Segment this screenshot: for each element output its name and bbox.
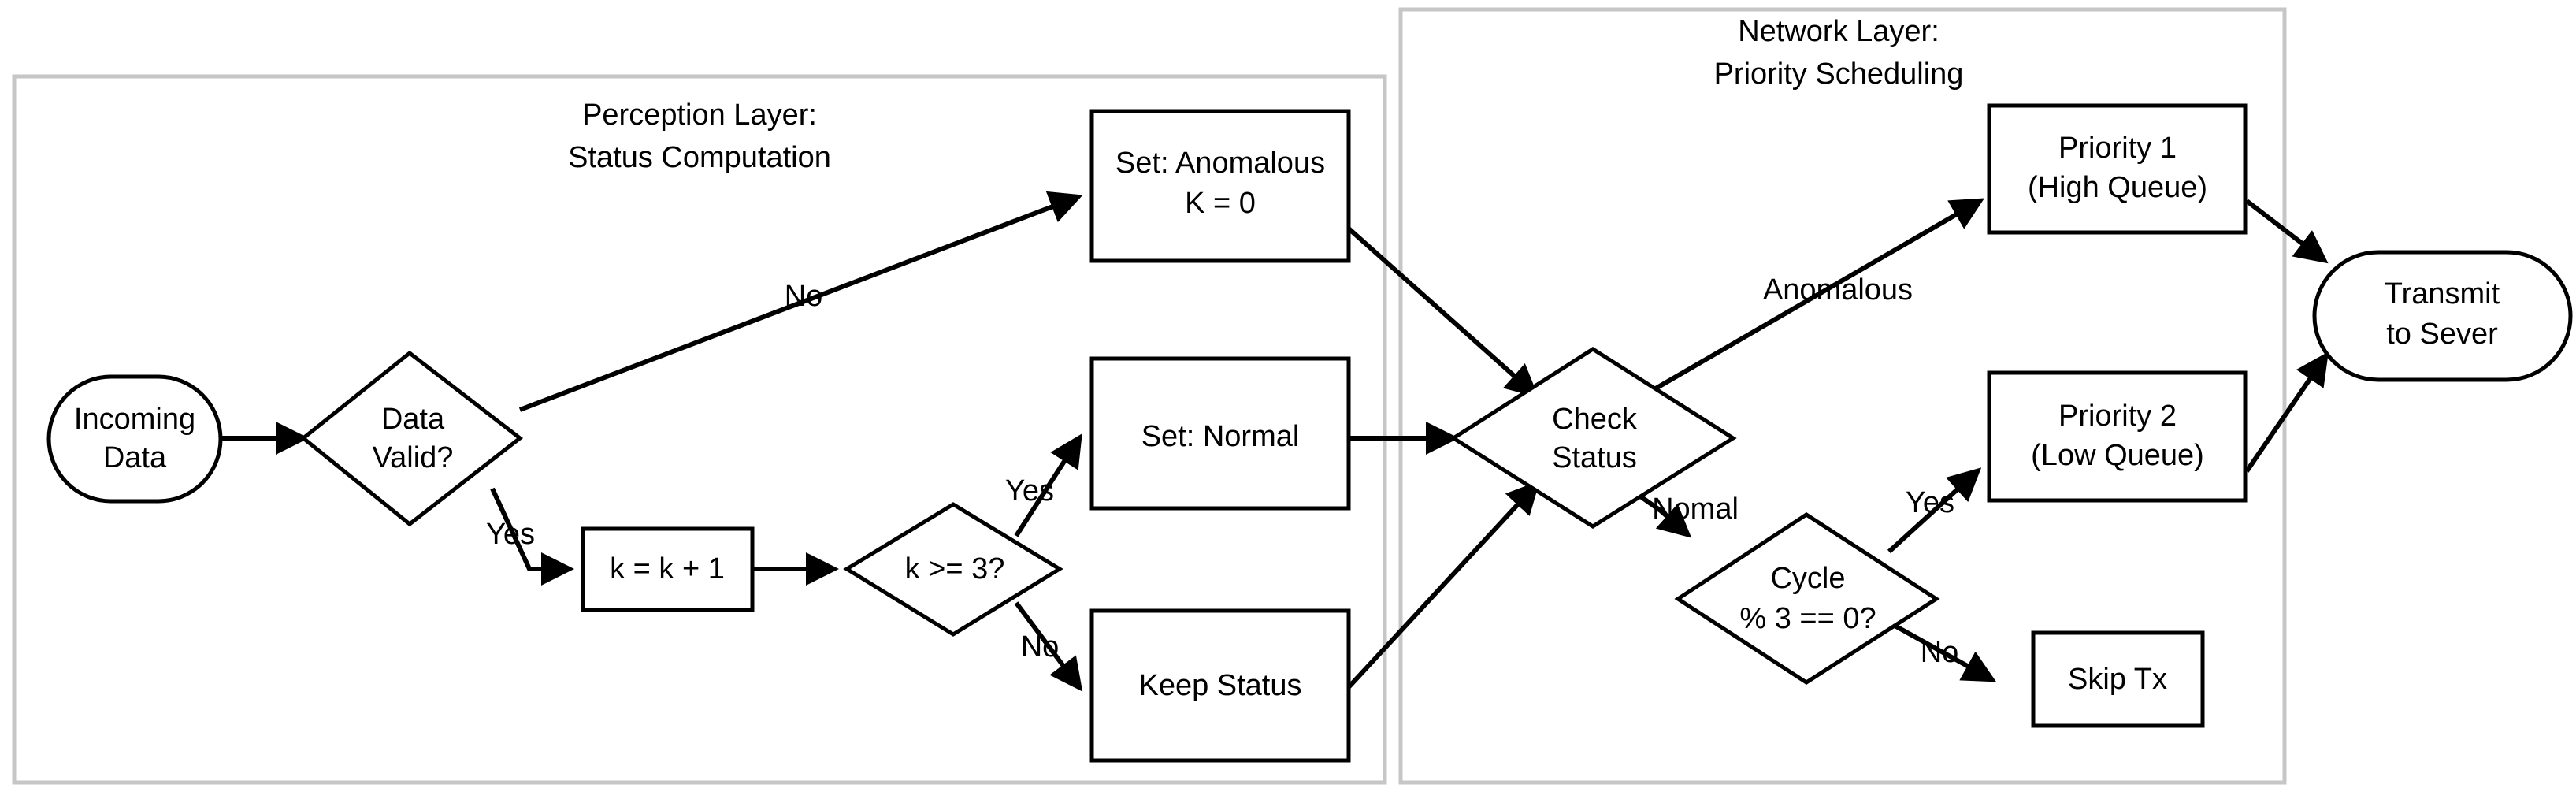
skip-tx-shape xyxy=(2031,630,2205,728)
data-valid-label-line2: Valid? xyxy=(373,441,454,474)
network-layer-title-line1: Network Layer: xyxy=(1738,15,1939,48)
edge-kge3-no-to-keep xyxy=(1014,601,1083,692)
priority-1-label-line1: Priority 1 xyxy=(2058,132,2177,165)
edge-cycle-yes-to-priority2 xyxy=(1887,467,1982,554)
set-anomalous-shape xyxy=(1089,109,1351,263)
check-status-shape xyxy=(1449,347,1737,529)
data-valid-label-line1: Data xyxy=(381,403,445,436)
priority-1-label-line2: (High Queue) xyxy=(2028,171,2207,204)
node-set-anomalous[interactable]: Set: Anomalous K = 0 xyxy=(1089,109,1351,263)
node-priority-2[interactable]: Priority 2 (Low Queue) xyxy=(1987,370,2248,503)
edge-label-valid-yes: Yes xyxy=(486,518,535,551)
transmit-server-label-line2: to Sever xyxy=(2386,318,2498,351)
check-status-label-line1: Check xyxy=(1552,403,1638,436)
perception-layer-title-line1: Perception Layer: xyxy=(582,99,817,132)
edge-keep-to-check xyxy=(1346,480,1540,690)
edge-priority2-to-transmit xyxy=(2244,351,2329,473)
node-k-ge-3[interactable]: k >= 3? xyxy=(843,502,1063,637)
edge-label-valid-no: No xyxy=(785,280,823,313)
edge-label-cycle-yes: Yes xyxy=(1906,486,1954,519)
skip-tx-label: Skip Tx xyxy=(2068,663,2167,696)
keep-status-shape xyxy=(1089,608,1351,763)
edge-kge3-yes-to-normal xyxy=(1014,433,1082,537)
node-incoming-data[interactable]: Incoming Data xyxy=(46,374,223,504)
set-anomalous-label-line2: K = 0 xyxy=(1185,187,1256,220)
k-ge-3-shape xyxy=(843,502,1063,637)
node-data-valid[interactable]: Data Valid? xyxy=(300,350,524,527)
priority-2-label-line1: Priority 2 xyxy=(2058,400,2177,433)
edge-label-cycle-no: No xyxy=(1921,636,1959,669)
network-layer-title-line2: Priority Scheduling xyxy=(1714,58,1964,91)
edge-label-kge3-yes: Yes xyxy=(1005,474,1054,507)
edge-check-anomalous-to-priority1 xyxy=(1617,198,1985,412)
node-set-normal[interactable]: Set: Normal xyxy=(1089,356,1351,511)
node-keep-status[interactable]: Keep Status xyxy=(1089,608,1351,763)
node-skip-tx[interactable]: Skip Tx xyxy=(2031,630,2205,728)
edge-valid-no-to-anomalous xyxy=(518,191,1083,412)
edge-label-kge3-no: No xyxy=(1021,630,1060,664)
set-normal-label: Set: Normal xyxy=(1141,420,1300,453)
cycle-mod-3-label-line2: % 3 == 0? xyxy=(1739,602,1876,635)
perception-layer-title-line2: Status Computation xyxy=(568,141,831,174)
edge-anomalous-to-check xyxy=(1347,226,1539,398)
edge-valid-yes-to-increment xyxy=(490,487,574,586)
cycle-mod-3-shape xyxy=(1674,512,1940,685)
incoming-data-label-line1: Incoming xyxy=(74,403,195,436)
group-perception-layer xyxy=(12,74,1387,785)
increment-k-label: k = k + 1 xyxy=(610,552,725,586)
increment-k-shape xyxy=(581,526,755,612)
k-ge-3-label: k >= 3? xyxy=(905,552,1005,586)
set-normal-shape xyxy=(1089,356,1351,511)
priority-2-label-line2: (Low Queue) xyxy=(2031,439,2204,472)
edge-label-check-normal: Nomal xyxy=(1652,493,1739,526)
transmit-server-shape xyxy=(2312,250,2573,382)
group-network-layer xyxy=(1398,7,2287,785)
node-transmit-server[interactable]: Transmit to Sever xyxy=(2312,250,2573,382)
incoming-data-shape xyxy=(46,374,223,504)
node-increment-k[interactable]: k = k + 1 xyxy=(581,526,755,612)
set-anomalous-label-line1: Set: Anomalous xyxy=(1115,147,1325,180)
transmit-server-label-line1: Transmit xyxy=(2385,277,2500,310)
priority-2-shape xyxy=(1987,370,2248,503)
data-valid-shape xyxy=(300,350,524,527)
incoming-data-label-line2: Data xyxy=(103,441,167,474)
edge-cycle-no-to-skiptx xyxy=(1887,620,1997,682)
node-cycle-mod-3[interactable]: Cycle % 3 == 0? xyxy=(1674,512,1940,685)
keep-status-label: Keep Status xyxy=(1138,669,1301,702)
cycle-mod-3-label-line1: Cycle xyxy=(1770,562,1845,595)
edge-priority1-to-transmit xyxy=(2245,199,2329,264)
priority-1-shape xyxy=(1987,103,2248,235)
node-priority-1[interactable]: Priority 1 (High Queue) xyxy=(1987,103,2248,235)
edge-label-check-anomalous: Anomalous xyxy=(1763,273,1913,307)
check-status-label-line2: Status xyxy=(1552,441,1637,474)
node-check-status[interactable]: Check Status xyxy=(1449,347,1737,529)
